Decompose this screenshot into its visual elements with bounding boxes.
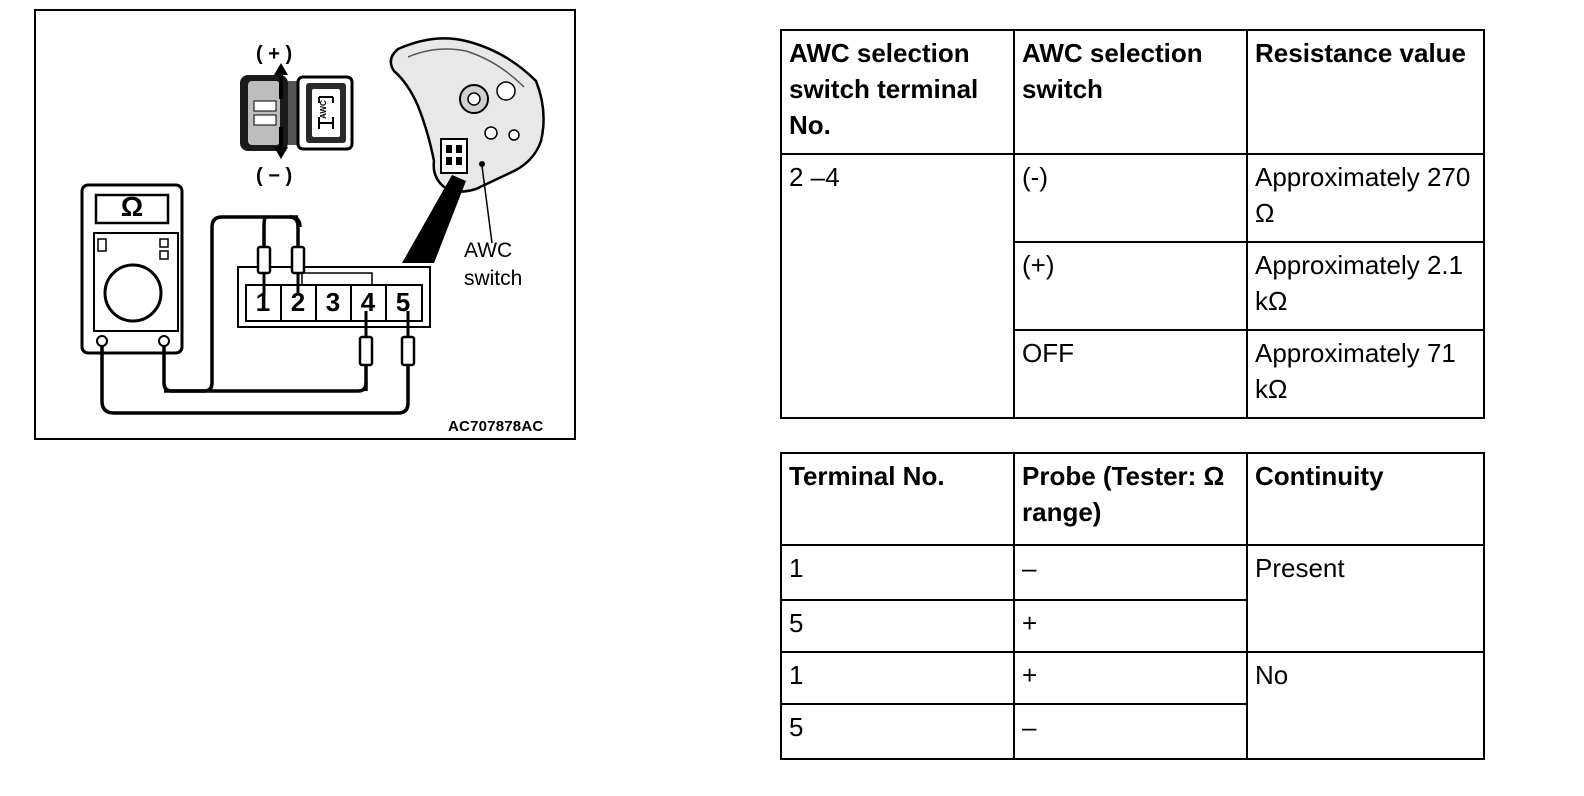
table-row: 1 + No (780, 651, 1485, 760)
switch-position-cell: OFF (1013, 329, 1248, 419)
figure-id: AC707878AC (448, 418, 544, 435)
table-header-row: AWC selection switch terminal No. AWC se… (780, 29, 1485, 155)
switch-badge-label: AWC (318, 100, 328, 119)
header-terminal-no: AWC selection switch terminal No. (780, 29, 1015, 155)
terminal-cell: 2 –4 (780, 153, 1015, 419)
table-row: 1 – Present (780, 544, 1485, 653)
minus-label: ( − ) (256, 165, 293, 187)
terminal-4-label: 4 (360, 287, 376, 317)
terminal-2-label: 2 (290, 287, 306, 317)
resistance-value-cell: Approximately 2.1 kΩ (1246, 241, 1485, 331)
terminal-cell: 5 (780, 599, 1015, 653)
awc-selection-switch-illustration (240, 63, 354, 159)
ohm-symbol: Ω (120, 191, 144, 222)
probes (256, 245, 416, 367)
probe-cell: + (1013, 651, 1248, 705)
ohmmeter (80, 183, 184, 355)
terminal-cell: 1 (780, 651, 1015, 705)
table-row: 5 – (780, 703, 1484, 760)
resistance-table: AWC selection switch terminal No. AWC se… (780, 29, 1485, 419)
table-row: 5 + (780, 599, 1484, 653)
continuity-cell: Present (1246, 544, 1485, 653)
awc-switch-callout: AWC switch (464, 237, 522, 293)
connector (237, 266, 431, 328)
terminal-cell: 1 (780, 544, 1015, 601)
terminal-1-label: 1 (255, 287, 271, 317)
table-row: 2 –4 (-) Approximately 270 Ω (780, 153, 1485, 419)
terminal-3-label: 3 (325, 287, 341, 317)
connector-callout-wedge (402, 175, 466, 263)
diagram-drawing (80, 37, 545, 415)
terminal-cell: 5 (780, 703, 1015, 760)
header-terminal-no: Terminal No. (780, 452, 1015, 546)
header-switch-position: AWC selection switch (1013, 29, 1248, 155)
header-probe: Probe (Tester: Ω range) (1013, 452, 1248, 546)
resistance-value-cell: Approximately 270 Ω (1246, 153, 1485, 243)
terminal-5-label: 5 (395, 287, 411, 317)
switch-position-cell: (+) (1013, 241, 1248, 331)
steering-switch-housing (389, 37, 545, 244)
plus-label: ( + ) (256, 43, 293, 65)
table-header-row: Terminal No. Probe (Tester: Ω range) Con… (780, 452, 1485, 546)
callout-line-2: switch (464, 267, 523, 290)
continuity-cell: No (1246, 651, 1485, 760)
test-leads (100, 215, 410, 415)
callout-line-1: AWC (464, 239, 513, 262)
resistance-value-cell: Approximately 71 kΩ (1246, 329, 1485, 419)
header-continuity: Continuity (1246, 452, 1485, 546)
switch-position-cell: (-) (1013, 153, 1248, 243)
header-resistance-value: Resistance value (1246, 29, 1485, 155)
probe-cell: – (1013, 544, 1248, 601)
continuity-table: Terminal No. Probe (Tester: Ω range) Con… (780, 452, 1485, 760)
probe-cell: – (1013, 703, 1248, 760)
wiring-diagram: ( + ) ( − ) AWC Ω 1 2 3 4 5 AWC switch A… (34, 9, 576, 440)
table-row: (+) Approximately 2.1 kΩ (781, 241, 1485, 331)
probe-cell: + (1013, 599, 1248, 653)
table-row: OFF Approximately 71 kΩ (781, 329, 1485, 419)
